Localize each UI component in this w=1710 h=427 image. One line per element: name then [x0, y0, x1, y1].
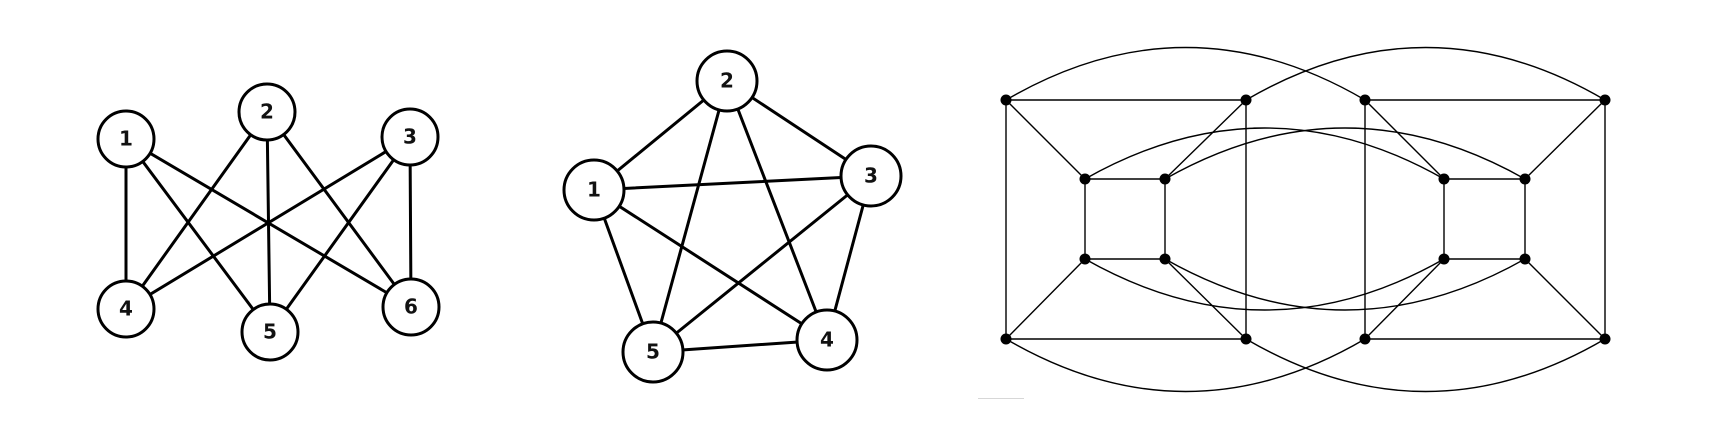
edge-1-5 — [124, 137, 272, 334]
node-label-6: 6 — [404, 295, 418, 319]
node-label-3: 3 — [403, 125, 417, 149]
edge-2-6 — [265, 110, 413, 309]
edge-F-f — [1164, 258, 1247, 340]
edge-C-c — [1364, 99, 1445, 180]
vertex-dot — [1159, 173, 1171, 185]
curved-edge-A-C — [1005, 46, 1366, 101]
node-3 — [839, 144, 903, 208]
k5-graph: 1 2 3 4 5 — [562, 49, 903, 384]
edge-2-5 — [651, 79, 729, 354]
edge-1-4 — [592, 188, 829, 342]
curved-edge-F-H — [1245, 338, 1606, 393]
node-label-2: 2 — [260, 100, 274, 124]
vertex-dot — [1519, 253, 1531, 265]
vertex-dot — [1438, 253, 1450, 265]
vertex-dot — [1438, 173, 1450, 185]
edge-3-5 — [651, 174, 873, 354]
edge-D-d — [1524, 99, 1606, 180]
edge-3-5 — [268, 135, 412, 334]
vertex-dot — [1599, 94, 1611, 106]
node-label-1: 1 — [587, 178, 601, 202]
curved-edge-E-G — [1005, 338, 1366, 393]
edge-2-4 — [725, 79, 829, 342]
node-label-5: 5 — [646, 340, 660, 364]
node-label-4: 4 — [820, 328, 834, 352]
k33-graph: 1 2 3 4 5 6 — [96, 82, 441, 362]
vertex-dot — [1519, 173, 1531, 185]
curved-edge-e-g — [1084, 258, 1445, 311]
vertex-dot — [1240, 94, 1252, 106]
vertex-dot — [1359, 333, 1371, 345]
curved-edge-b-d — [1164, 127, 1526, 180]
node-3 — [380, 107, 440, 167]
edge-A-a — [1005, 99, 1086, 180]
dot-graph — [1000, 46, 1611, 393]
edge-B-b — [1164, 99, 1247, 180]
node-label-1: 1 — [119, 127, 133, 151]
node-5 — [240, 302, 300, 362]
faint-divider-line — [978, 398, 1024, 399]
vertex-dot — [1000, 94, 1012, 106]
node-5 — [621, 320, 685, 384]
vertex-dot — [1079, 173, 1091, 185]
edge-1-3 — [592, 174, 873, 192]
vertex-dot — [1079, 253, 1091, 265]
curved-edge-a-c — [1084, 127, 1445, 180]
curved-edge-B-D — [1245, 46, 1606, 101]
edge-2-4 — [124, 110, 269, 311]
node-1 — [96, 109, 156, 169]
vertex-dot — [1000, 333, 1012, 345]
node-label-5: 5 — [263, 320, 277, 344]
vertex-dot — [1359, 94, 1371, 106]
node-label-2: 2 — [720, 69, 734, 93]
node-2 — [237, 82, 297, 142]
edge-E-e — [1005, 258, 1086, 340]
node-4 — [96, 279, 156, 339]
node-label-4: 4 — [119, 297, 133, 321]
node-4 — [795, 308, 859, 372]
edge-G-g — [1364, 258, 1445, 340]
vertex-dot — [1159, 253, 1171, 265]
vertex-dot — [1599, 333, 1611, 345]
curved-edge-f-h — [1164, 258, 1526, 311]
edge-3-4 — [124, 135, 412, 311]
node-1 — [562, 158, 626, 222]
node-label-3: 3 — [864, 164, 878, 188]
vertex-dot — [1240, 333, 1252, 345]
edge-H-h — [1524, 258, 1606, 340]
node-2 — [695, 49, 759, 113]
node-6 — [381, 277, 441, 337]
